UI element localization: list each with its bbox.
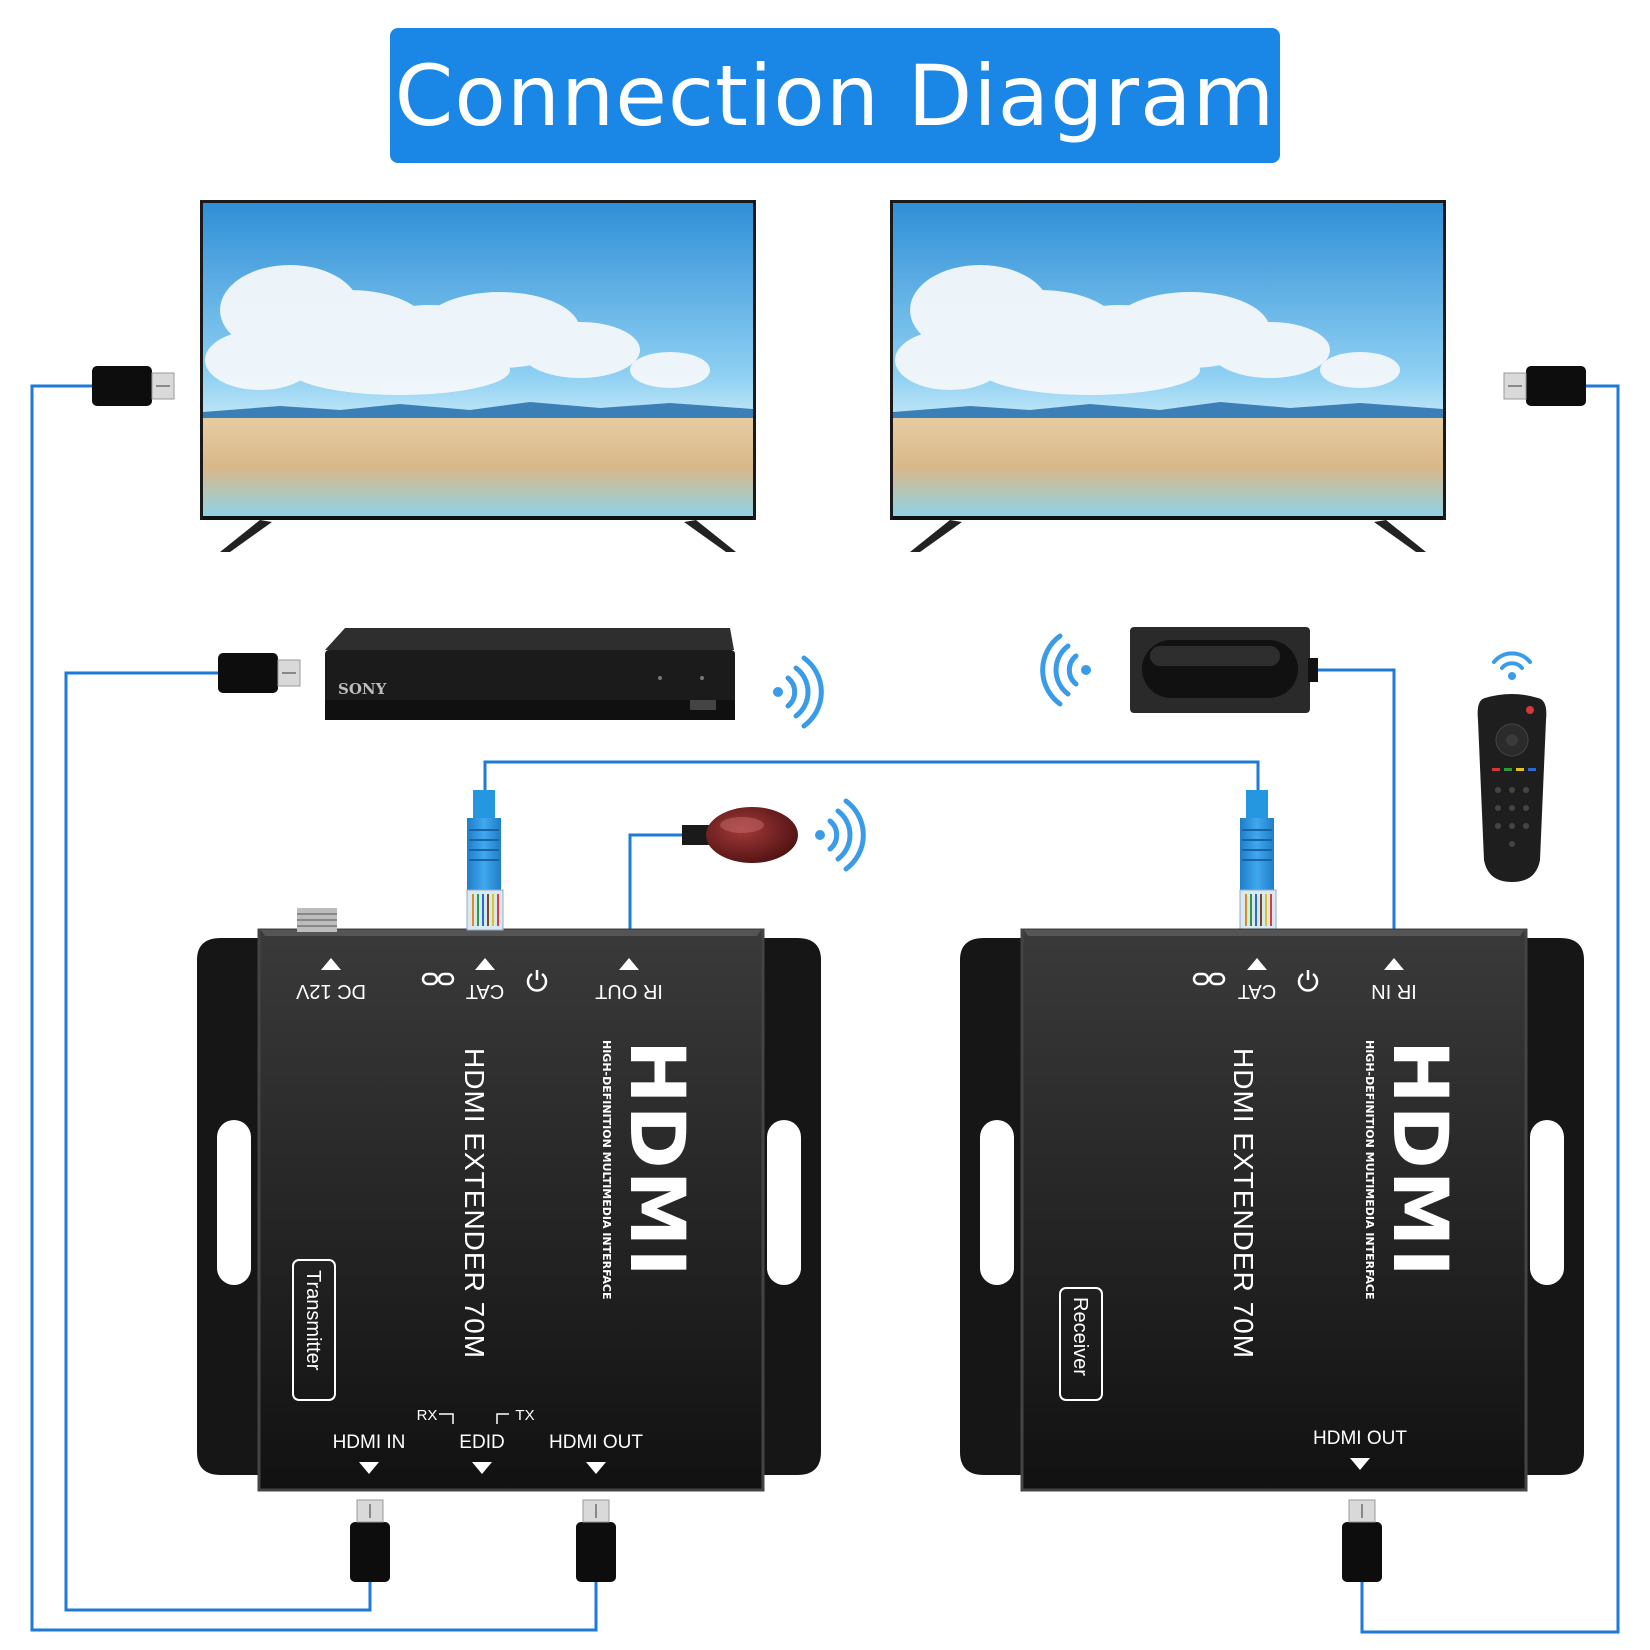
transmitter-unit: DC 12V CAT IR OUT HDMI HIGH-DEFINITION M… xyxy=(195,908,823,1492)
wifi-signal-icon-receiver xyxy=(1043,636,1091,704)
wifi-signal-icon-player xyxy=(773,658,821,726)
cable-lines xyxy=(30,384,1620,1634)
tx-hdmi-logo: HDMI xyxy=(613,1040,702,1279)
link-icon xyxy=(421,972,455,986)
tx-port-hdmi-in: HDMI IN xyxy=(333,1432,406,1453)
cable-player-to-tx-in xyxy=(64,671,372,1612)
page-title: Connection Diagram xyxy=(394,46,1276,145)
cable-ir-out xyxy=(628,833,686,930)
tx-edid-rx: RX xyxy=(417,1407,438,1424)
tv-icon-right xyxy=(890,200,1446,552)
rx-role-badge: Receiver xyxy=(1069,1297,1091,1376)
tv-icon-left xyxy=(200,200,756,552)
wifi-signal-icon-emitter xyxy=(815,801,863,869)
hdmi-plug-icon-tx-out xyxy=(575,1499,617,1583)
player-brand: SONY xyxy=(338,680,387,698)
rx-port-ir-in: IR IN xyxy=(1371,980,1417,1002)
tx-model: HDMI EXTENDER 70M xyxy=(459,1048,490,1359)
power-icon xyxy=(526,970,548,992)
tx-port-edid: EDID xyxy=(459,1432,504,1453)
receiver-unit: CAT IR IN HDMI HIGH-DEFINITION MULTIMEDI… xyxy=(958,928,1586,1492)
wifi-signal-icon-remote xyxy=(1492,651,1532,680)
power-icon-rx xyxy=(1297,970,1319,992)
title-banner: Connection Diagram xyxy=(390,28,1280,163)
rj45-plug-icon-tx xyxy=(466,789,504,931)
rx-hdmi-tagline: HIGH-DEFINITION MULTIMEDIA INTERFACE xyxy=(1363,1040,1376,1299)
tx-edid-tx: TX xyxy=(515,1407,534,1424)
cable-tx-out-to-tv1 xyxy=(30,384,598,1632)
cable-ir-in xyxy=(1316,668,1396,940)
cable-rx-out-to-tv2 xyxy=(1360,384,1620,1634)
rx-port-cat: CAT xyxy=(1238,980,1277,1002)
tx-port-ir-out: IR OUT xyxy=(595,980,663,1002)
link-icon-rx xyxy=(1192,972,1226,986)
tx-port-hdmi-out: HDMI OUT xyxy=(549,1432,643,1453)
remote-control-icon xyxy=(1477,694,1547,882)
hdmi-plug-icon-tx-in xyxy=(349,1499,391,1583)
rj45-plug-icon-rx xyxy=(1239,789,1277,931)
rx-model: HDMI EXTENDER 70M xyxy=(1228,1048,1259,1359)
hdmi-plug-icon-tv2 xyxy=(1503,365,1587,407)
hdmi-plug-icon-rx-out xyxy=(1341,1499,1383,1583)
hdmi-plug-icon-tv1 xyxy=(91,365,175,407)
ir-receiver-icon xyxy=(1130,627,1318,713)
ir-emitter-icon xyxy=(682,807,798,863)
rx-hdmi-logo: HDMI xyxy=(1376,1040,1465,1279)
bluray-player: SONY xyxy=(217,628,735,720)
tx-hdmi-tagline: HIGH-DEFINITION MULTIMEDIA INTERFACE xyxy=(600,1040,613,1299)
tx-port-dc: DC 12V xyxy=(295,980,366,1002)
hdmi-plug-icon-player xyxy=(217,652,301,694)
cable-cat xyxy=(483,760,1260,790)
tx-port-cat: CAT xyxy=(466,980,505,1002)
dc-jack xyxy=(297,908,337,932)
tx-role-badge: Transmitter xyxy=(302,1270,324,1371)
rx-port-hdmi-out: HDMI OUT xyxy=(1313,1428,1407,1449)
